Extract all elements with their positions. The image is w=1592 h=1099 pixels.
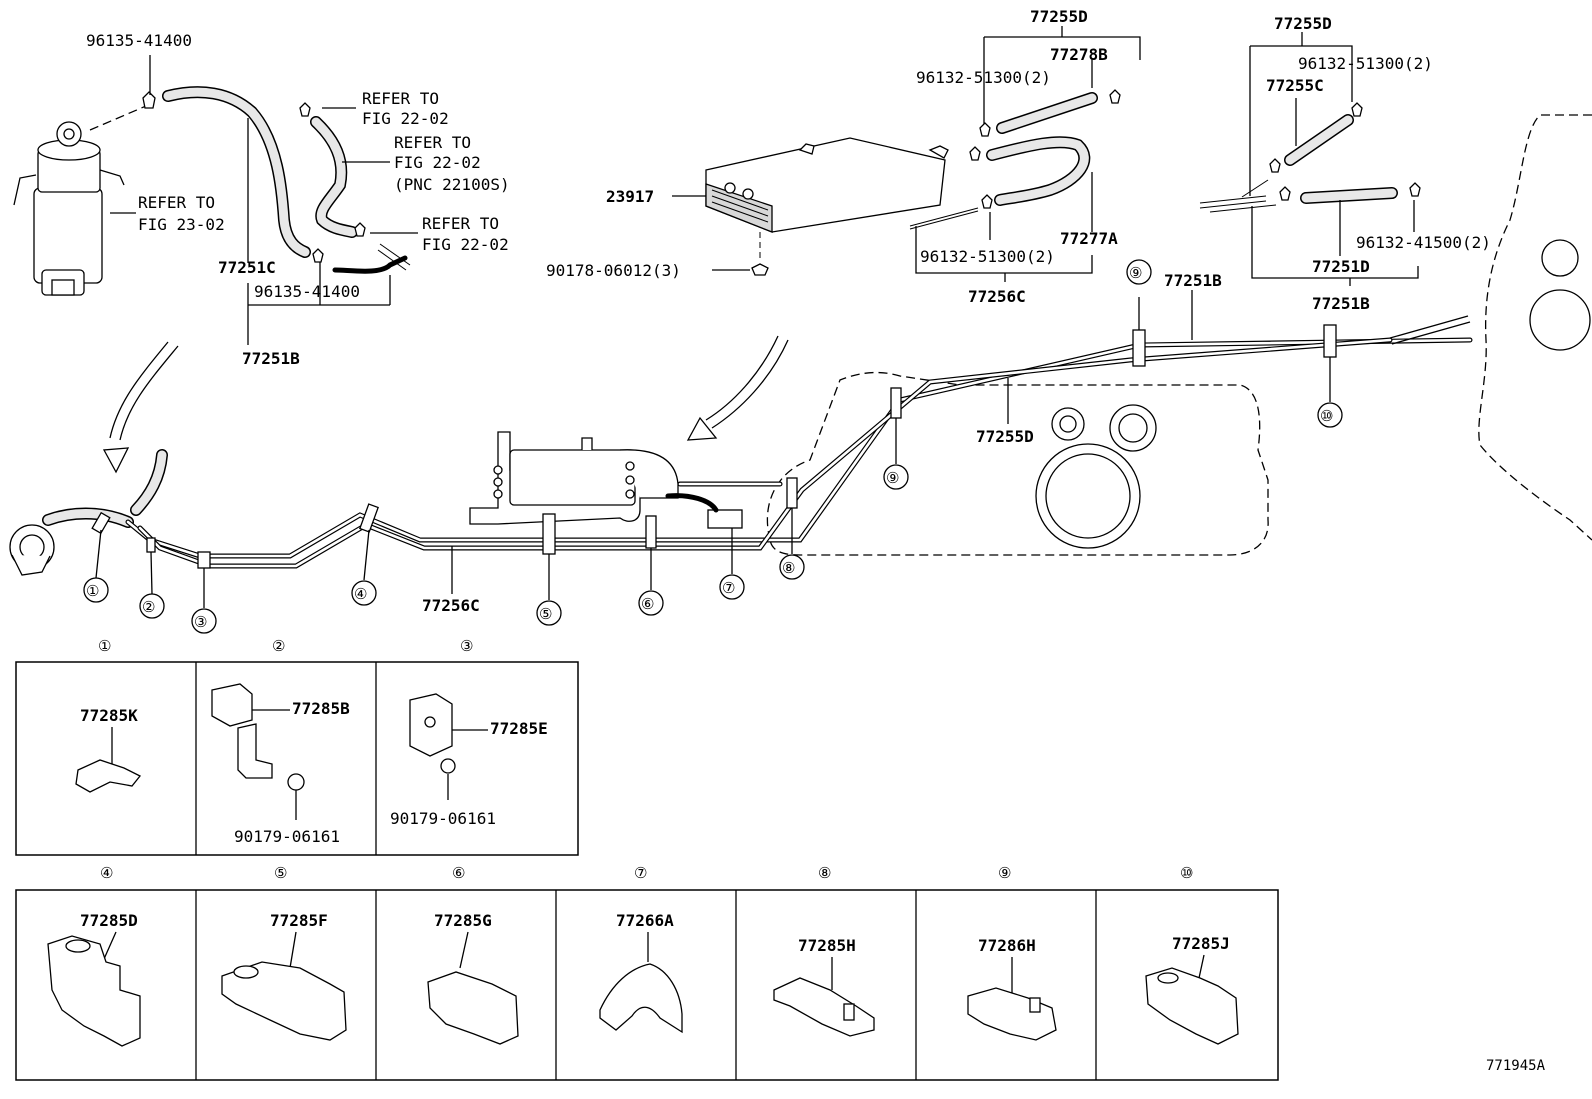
filter-main-view [9,449,168,576]
callout-1: ① [86,582,99,600]
label-fig-22-02-1: FIG 22-02 [362,109,449,128]
label-77255d-mid: 77255D [976,427,1034,446]
panel-7-num: ⑦ [634,864,647,882]
callout-10: ⑩ [1320,407,1333,425]
callout-3: ③ [194,613,207,631]
label-96135-41400-bottom: 96135-41400 [254,282,360,301]
panel-5-num: ⑤ [274,864,287,882]
callout-7: ⑦ [722,579,735,597]
label-90178-06012: 90178-06012(3) [546,261,681,280]
callout-5: ⑤ [539,605,552,623]
canister-main-view [469,431,743,529]
panel-9-num: ⑨ [998,864,1011,882]
panel-8-part: 77285H [798,936,856,955]
panel-10-part: 77285J [1172,934,1230,953]
panel-8-num: ⑧ [818,864,831,882]
panel-3-num: ③ [460,637,473,655]
label-refer-to-3: REFER TO [422,214,499,233]
label-refer-to-1: REFER TO [362,89,439,108]
panel-3-part: 77285E [490,719,548,738]
panel-4-part: 77285D [80,911,138,930]
label-23917: 23917 [606,187,654,206]
panel-6-part: 77285G [434,911,492,930]
vehicle-frame-right [1478,114,1592,541]
label-96132-51300-right: 96132-51300(2) [1298,54,1433,73]
label-96132-41500: 96132-41500(2) [1356,233,1491,252]
main-callouts: ① ② ③ ④ ⑤ ⑥ ⑦ ⑧ ⑨ ⑨ ⑩ [83,259,1343,634]
label-77255d-top-center: 77255D [1030,7,1088,26]
hoses-top-right [1199,102,1421,213]
label-96132-51300-top: 96132-51300(2) [916,68,1051,87]
panel-1-part: 77285K [80,706,138,725]
charcoal-canister-23917 [705,137,949,276]
hose-77251c [162,86,311,258]
hoses-canister-top [909,89,1121,230]
label-77278b: 77278B [1050,45,1108,64]
label-77251d: 77251D [1312,257,1370,276]
leader-lines-top-right [1249,32,1419,286]
direction-arrows [102,335,789,474]
main-fuel-lines [125,315,1473,569]
label-77255d-top-right: 77255D [1274,14,1332,33]
label-77251b-right: 77251B [1312,294,1370,313]
panel-2-extra: 90179-06161 [234,827,340,846]
pipe-77251b-top [332,243,411,274]
panel-6-num: ⑥ [452,864,465,882]
callout-leaders [95,290,1331,608]
callout-8: ⑧ [782,559,795,577]
panel-9-part: 77286H [978,936,1036,955]
panel-4-num: ④ [100,864,113,882]
label-77277a: 77277A [1060,229,1118,248]
label-77255c: 77255C [1266,76,1324,95]
hose-refer-fig-22-02 [310,116,358,238]
callout-4: ④ [354,585,367,603]
panel-7-part: 77266A [616,911,674,930]
callout-2: ② [142,598,155,616]
label-fig-22-02-2: FIG 22-02 [394,153,481,172]
panel-2-part: 77285B [292,699,350,718]
label-96135-41400-top: 96135-41400 [86,31,192,50]
callout-9-left: ⑨ [886,469,899,487]
leader-lines-top-center [672,26,1141,282]
label-pnc-22100s: (PNC 22100S) [394,175,510,194]
clamp-icons-top-left [142,91,366,263]
detail-row-2: ④ ⑤ ⑥ ⑦ ⑧ ⑨ ⑩ 77285D 77285F 77285G 77266… [15,864,1279,1081]
label-77256c-bottom: 77256C [422,596,480,615]
label-96132-51300-mid: 96132-51300(2) [920,247,1055,266]
diagram-id: 771945A [1486,1058,1546,1074]
label-refer-to-2: REFER TO [394,133,471,152]
panel-10-num: ⑩ [1180,864,1193,882]
panel-5-part: 77285F [270,911,328,930]
label-fig-22-02-3: FIG 22-02 [422,235,509,254]
label-77251b-mid: 77251B [1164,271,1222,290]
label-77251c: 77251C [218,258,276,277]
callout-6: ⑥ [641,595,654,613]
detail-row-1: ① ② ③ 77285K 77285B 90179-06161 77285E 9… [15,637,579,856]
panel-1-num: ① [98,637,111,655]
label-77251b-top-left: 77251B [242,349,300,368]
leader-lines-top-left [110,55,418,345]
label-refer-to-4: REFER TO [138,193,215,212]
fuel-filter-assembly [13,105,147,296]
label-fig-23-02: FIG 23-02 [138,215,225,234]
label-77256c-top: 77256C [968,287,1026,306]
panel-2-num: ② [272,637,285,655]
main-clamps [91,324,1337,569]
panel-3-extra: 90179-06161 [390,809,496,828]
fuel-tank-outline [766,371,1269,556]
callout-9-right: ⑨ [1129,264,1142,282]
